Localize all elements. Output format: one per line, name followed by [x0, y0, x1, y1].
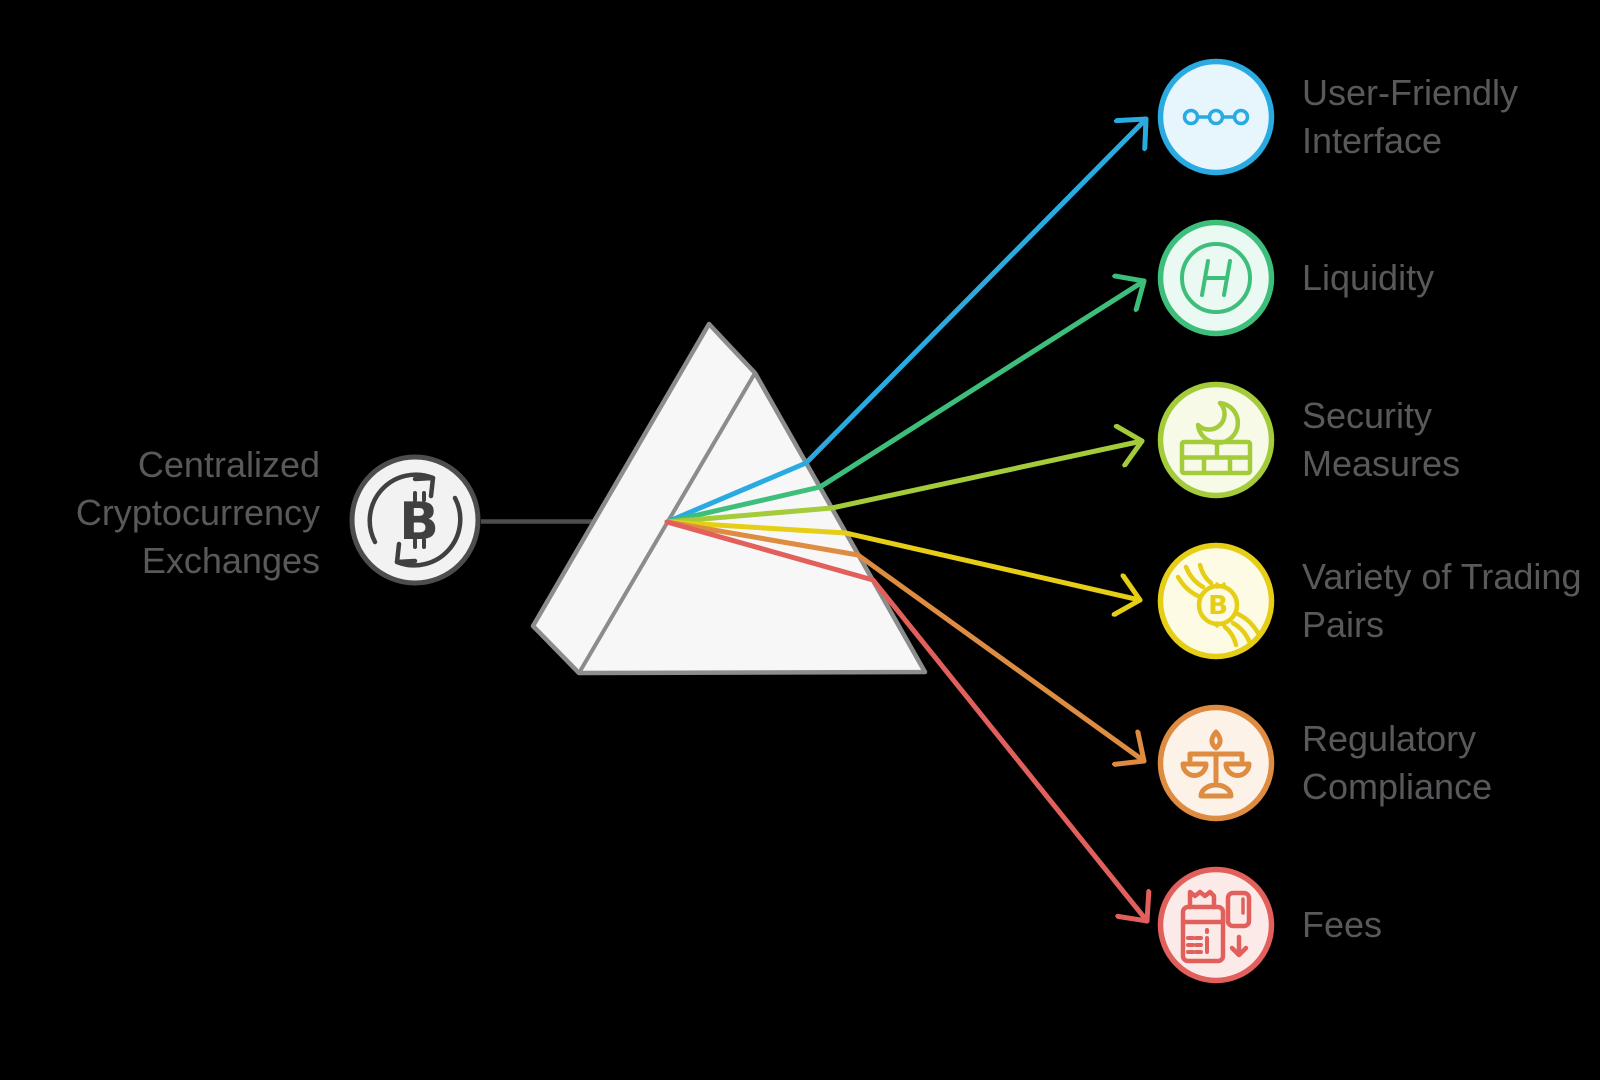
coin-glyph: B	[1208, 591, 1228, 621]
ray-fees	[664, 519, 1147, 924]
label-text: Regulatory Compliance	[1302, 718, 1493, 807]
label-text: Variety of Trading Pairs	[1302, 556, 1582, 645]
node-user-friendly-interface	[1157, 58, 1275, 176]
label-regulatory-compliance: Regulatory Compliance	[1302, 703, 1582, 823]
node-circle	[1157, 58, 1275, 176]
bitcoin-exchange-icon	[367, 472, 463, 568]
source-node: B	[349, 454, 481, 586]
node-security-measures	[1157, 381, 1275, 499]
label-variety-of-trading-pairs: Variety of Trading Pairs	[1302, 541, 1582, 661]
payment-terminal-icon	[1180, 889, 1252, 964]
node-variety-of-trading-pairs: B	[1157, 542, 1275, 660]
label-liquidity: Liquidity	[1302, 218, 1582, 338]
label-text: Liquidity	[1302, 257, 1435, 298]
ray-variety-of-trading-pairs	[664, 519, 1143, 600]
label-security-measures: Security Measures	[1302, 380, 1582, 500]
spectrum-rays	[664, 116, 1149, 924]
label-text: User-Friendly Interface	[1302, 72, 1519, 161]
bitcoin-glyph: B	[399, 492, 439, 552]
ray-regulatory-compliance	[664, 519, 1147, 761]
h-circle-icon	[1180, 242, 1252, 314]
ray-user-friendly-interface	[664, 116, 1149, 525]
node-regulatory-compliance	[1157, 704, 1275, 822]
ray-liquidity	[664, 281, 1147, 525]
firewall-icon	[1179, 400, 1253, 476]
nodes-icon	[1182, 108, 1250, 126]
label-fees: Fees	[1302, 865, 1582, 985]
hands-bitcoin-icon	[1175, 562, 1261, 648]
node-circle	[1157, 866, 1275, 984]
label-user-friendly-interface: User-Friendly Interface	[1302, 57, 1582, 177]
source-label: Centralized Cryptocurrency Exchanges	[75, 444, 320, 581]
label-text: Fees	[1302, 904, 1383, 945]
node-fees	[1157, 866, 1275, 984]
label-text: Security Measures	[1302, 395, 1461, 484]
scales-icon	[1180, 729, 1252, 799]
ray-security-measures	[664, 441, 1145, 525]
node-liquidity	[1157, 219, 1275, 337]
